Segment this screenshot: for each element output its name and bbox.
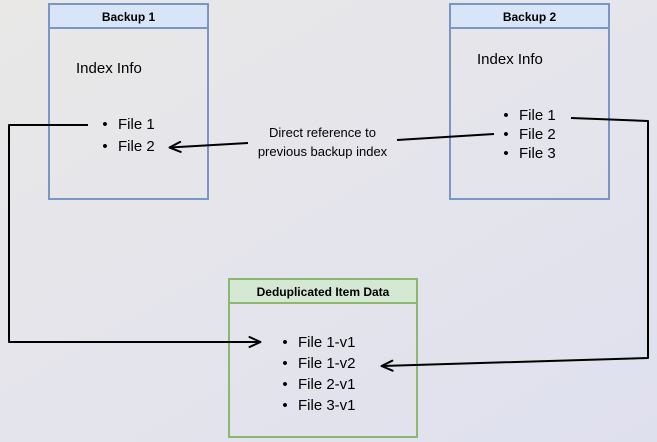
edge-label-line1: Direct reference to	[269, 125, 376, 140]
bullet-icon: •	[503, 107, 509, 124]
list-item: • File 3-v1	[278, 395, 356, 416]
backup1-index-info-label: Index Info	[76, 60, 142, 77]
backup2-file2-label: File 2	[519, 126, 556, 143]
backup2-index-info-label: Index Info	[477, 51, 543, 68]
bullet-icon: •	[282, 397, 288, 414]
edge-label-direct-reference: Direct reference to previous backup inde…	[240, 123, 405, 161]
list-item: • File 2-v1	[278, 374, 356, 395]
dedup-file2v1-label: File 2-v1	[298, 376, 356, 393]
backup2-file-list: • File 1 • File 2 • File 3	[499, 106, 556, 163]
backup2-file1-label: File 1	[519, 107, 556, 124]
dedup-file-list: • File 1-v1 • File 1-v2 • File 2-v1 • Fi…	[278, 332, 356, 416]
list-item: • File 1-v2	[278, 353, 356, 374]
dedup-file1v1-label: File 1-v1	[298, 334, 356, 351]
list-item: • File 2	[499, 125, 556, 144]
bullet-icon: •	[503, 126, 509, 143]
list-item: • File 1	[98, 113, 155, 135]
dedup-node: Deduplicated Item Data • File 1-v1 • Fil…	[228, 278, 418, 438]
edge-label-line2: previous backup index	[257, 144, 388, 159]
dedup-title: Deduplicated Item Data	[230, 280, 416, 304]
bullet-icon: •	[503, 145, 509, 162]
bullet-icon: •	[102, 137, 108, 155]
backup1-node: Backup 1 Index Info • File 1 • File 2	[48, 3, 209, 200]
list-item: • File 3	[499, 144, 556, 163]
bullet-icon: •	[102, 115, 108, 133]
backup2-file3-label: File 3	[519, 145, 556, 162]
backup1-file-list: • File 1 • File 2	[98, 113, 155, 157]
backup1-file2-label: File 2	[118, 137, 155, 155]
dedup-file1v2-label: File 1-v2	[298, 355, 356, 372]
bullet-icon: •	[282, 355, 288, 372]
list-item: • File 1-v1	[278, 332, 356, 353]
backup1-file1-label: File 1	[118, 115, 155, 133]
bullet-icon: •	[282, 334, 288, 351]
backup2-title: Backup 2	[451, 5, 608, 29]
bullet-icon: •	[282, 376, 288, 393]
list-item: • File 1	[499, 106, 556, 125]
backup1-title: Backup 1	[50, 5, 207, 29]
dedup-file3v1-label: File 3-v1	[298, 397, 356, 414]
backup2-node: Backup 2 Index Info • File 1 • File 2 • …	[449, 3, 610, 200]
list-item: • File 2	[98, 135, 155, 157]
